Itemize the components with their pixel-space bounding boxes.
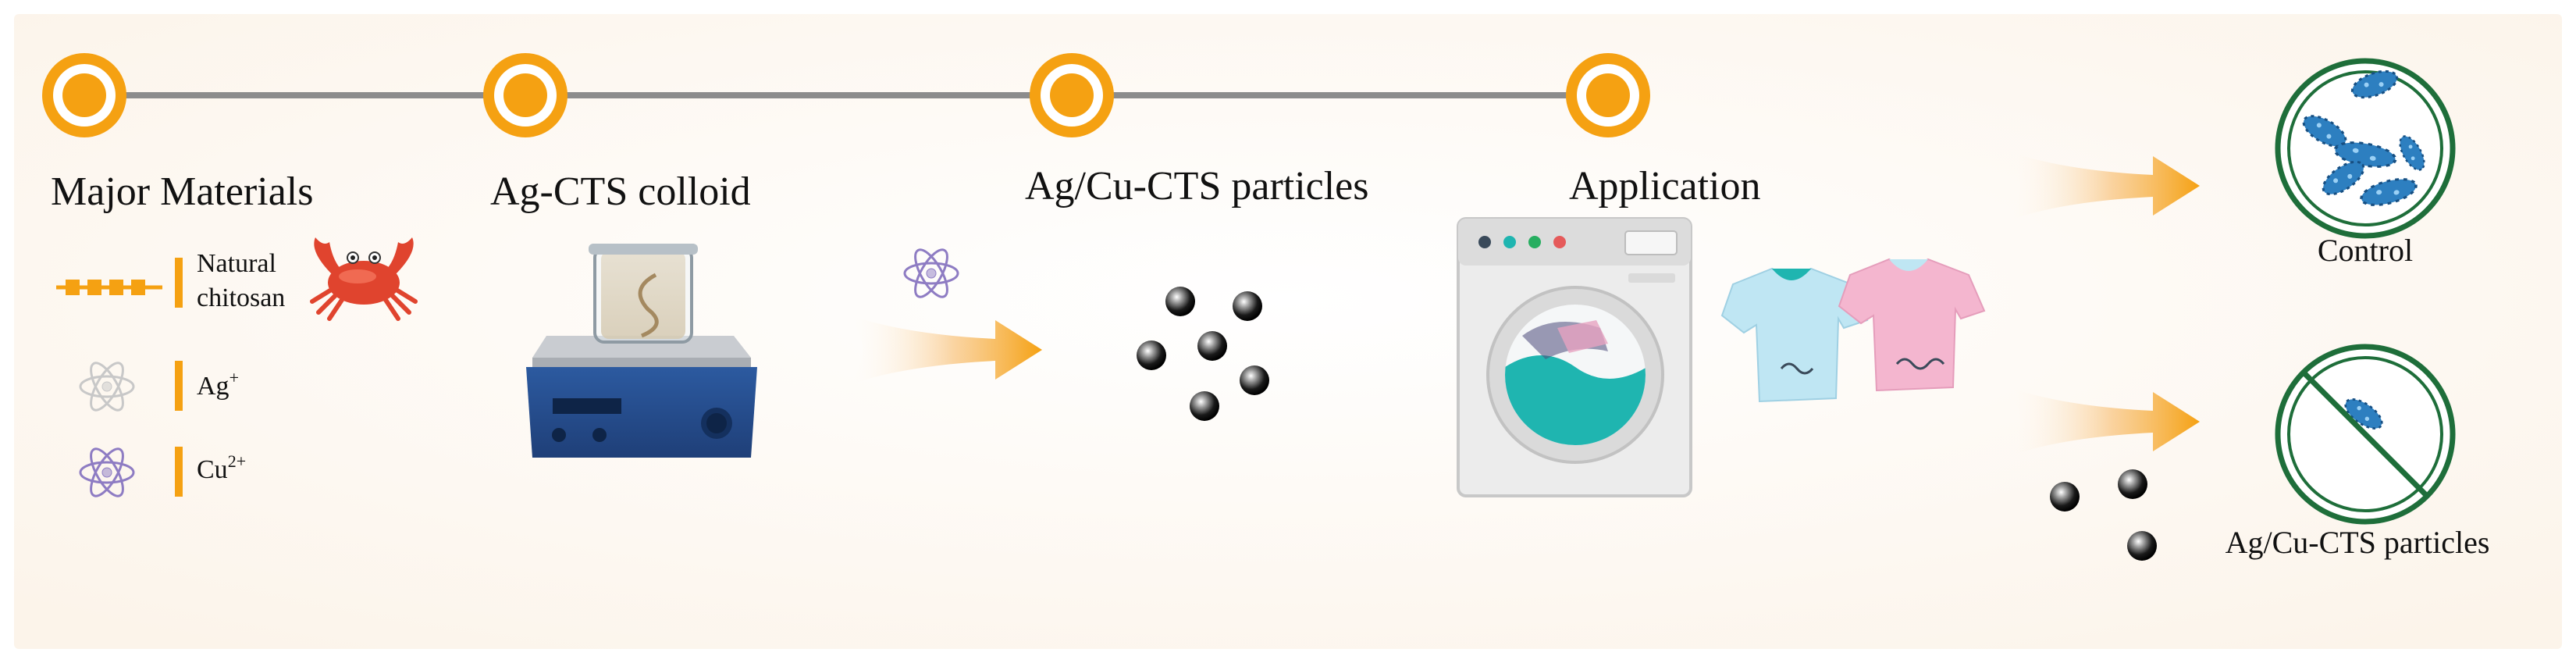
- petri-dish-icon: [2275, 58, 2456, 239]
- material-marker: [175, 258, 183, 308]
- chitosan-label-line2: chitosan: [197, 283, 285, 312]
- nanoparticle-icon: [1197, 331, 1227, 361]
- step-label-ag-cu-cts-particles: Ag/Cu-CTS particles: [1025, 164, 1369, 209]
- step-label-major-materials: Major Materials: [51, 169, 313, 214]
- tshirt-pink-icon: [1838, 258, 1986, 392]
- cu-ion-label: Cu2+: [197, 451, 246, 484]
- nanoparticle-icon: [1137, 340, 1166, 370]
- timeline-node-icon: [483, 53, 568, 137]
- stirrer-beaker-icon: [526, 244, 757, 458]
- nanoparticle-icon: [2127, 531, 2157, 561]
- step-label-ag-cts-colloid: Ag-CTS colloid: [490, 169, 751, 214]
- nanoparticle-icon: [2118, 469, 2147, 499]
- background-panel: [14, 14, 2562, 649]
- chitosan-chain-icon: [56, 280, 162, 295]
- nanoparticle-icon: [1240, 365, 1269, 395]
- material-marker: [175, 447, 183, 497]
- crab-icon: [310, 237, 418, 321]
- timeline: Major Materials Ag-CTS colloid Ag/Cu-CTS…: [42, 53, 1761, 214]
- washing-machine-icon: [1457, 217, 1692, 497]
- inhibition-slash: [2300, 369, 2430, 499]
- nanoparticle-icon: [1190, 391, 1219, 421]
- control-label: Control: [2318, 233, 2413, 268]
- treated-label: Ag/Cu-CTS particles: [2226, 525, 2490, 560]
- step-label-application: Application: [1569, 164, 1761, 209]
- tshirt-blue-icon: [1720, 267, 1869, 403]
- petri-dish-icon: [2275, 344, 2456, 525]
- timeline-node-icon: [1566, 53, 1650, 137]
- chitosan-label-line1: Natural: [197, 249, 276, 278]
- nanoparticle-icon: [1165, 287, 1195, 316]
- timeline-node-icon: [42, 53, 126, 137]
- nanoparticle-icon: [2050, 482, 2080, 512]
- timeline-node-icon: [1030, 53, 1114, 137]
- nanoparticle-icon: [1233, 291, 1262, 321]
- ag-ion-label: Ag+: [197, 368, 239, 401]
- material-marker: [175, 361, 183, 411]
- materials-list: Natural chitosan Ag+ Cu2+: [56, 237, 418, 502]
